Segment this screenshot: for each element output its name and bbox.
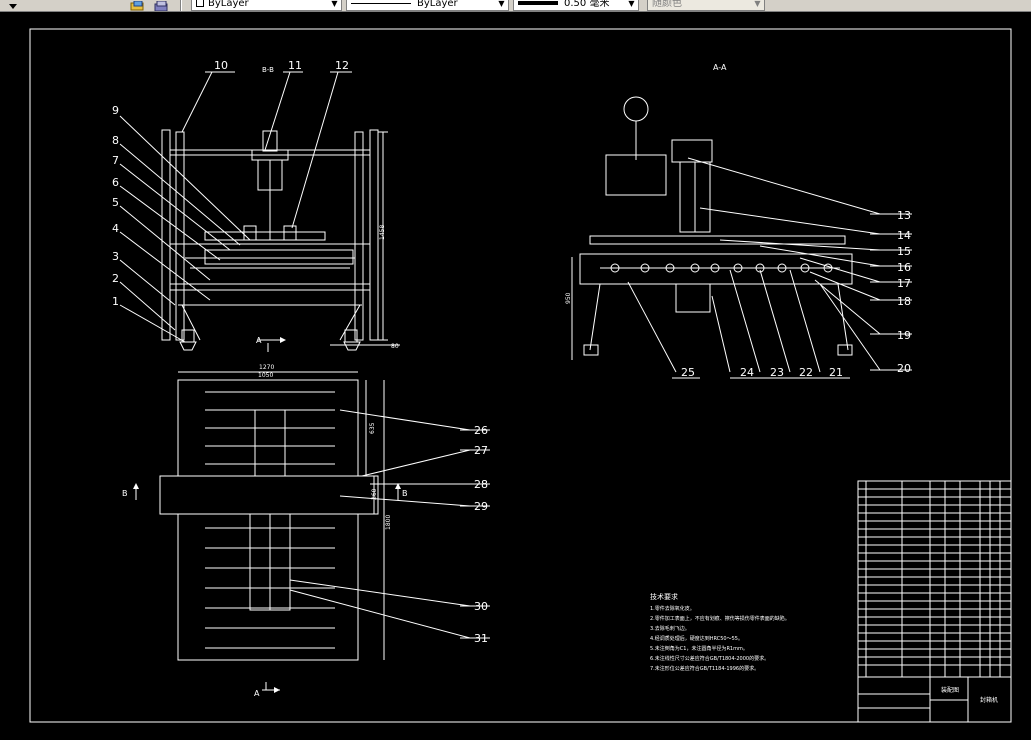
callout-1: 1 <box>112 295 119 308</box>
lineweight-control-dropdown[interactable]: 0.50 毫米 ▼ <box>513 0 639 11</box>
callout-24: 24 <box>740 366 754 379</box>
arrow-icon <box>395 483 401 489</box>
chevron-down-icon: ▼ <box>754 0 761 8</box>
tech-note-1: 1.零件去除氧化皮。 <box>650 605 695 612</box>
cad-drawing: B-B A-A A A B B 1270 1050 1458 80 635 26… <box>29 28 1012 723</box>
linetype-control-value: ByLayer <box>417 0 458 9</box>
callout-12: 12 <box>335 59 349 72</box>
title-block-label-a: 装配图 <box>941 686 959 694</box>
dim-1050: 1050 <box>258 372 273 379</box>
color-control-value: ByLayer <box>208 0 249 9</box>
callout-5: 5 <box>112 196 119 209</box>
chevron-down-icon: ▼ <box>331 0 338 8</box>
callout-14: 14 <box>897 229 911 242</box>
tech-note-2: 2.零件加工表面上，不应有划痕、擦伤等损伤零件表面的缺陷。 <box>650 615 790 622</box>
tech-note-3: 3.去除毛刺飞边。 <box>650 625 690 632</box>
title-block <box>857 480 1012 723</box>
callout-10: 10 <box>214 59 228 72</box>
tech-note-6: 6.未注线性尺寸公差应符合GB/T1804-2000的要求。 <box>650 655 769 662</box>
dim-635: 635 <box>369 422 376 434</box>
linetype-control-dropdown[interactable]: ByLayer ▼ <box>346 0 509 11</box>
color-swatch-icon <box>196 0 204 7</box>
side-view <box>571 96 853 360</box>
dropdown-arrow-icon[interactable] <box>6 0 20 10</box>
dim-1270: 1270 <box>259 364 274 371</box>
callout-19: 19 <box>897 329 911 342</box>
callout-13: 13 <box>897 209 911 222</box>
layer-states-icon[interactable] <box>130 0 144 11</box>
view-mark-b1: B <box>122 489 128 498</box>
callout-8: 8 <box>112 134 119 147</box>
chevron-down-icon: ▼ <box>498 0 505 8</box>
tech-requirements-title: 技术要求 <box>650 592 678 601</box>
toolbar-separator <box>180 0 182 11</box>
color-control-dropdown[interactable]: ByLayer ▼ <box>191 0 342 11</box>
callout-26: 26 <box>474 424 488 437</box>
section-label-bb: B-B <box>262 66 274 74</box>
callout-4: 4 <box>112 222 119 235</box>
callout-3: 3 <box>112 250 119 263</box>
view-mark-a1: A <box>256 336 262 345</box>
callout-20: 20 <box>897 362 911 375</box>
arrow-icon <box>274 687 280 693</box>
callout-23: 23 <box>770 366 784 379</box>
lineweight-sample <box>518 1 558 5</box>
arrow-icon <box>280 337 286 343</box>
dim-950: 950 <box>565 292 572 304</box>
callout-31: 31 <box>474 632 488 645</box>
callout-27: 27 <box>474 444 488 457</box>
callout-25: 25 <box>681 366 695 379</box>
callout-28: 28 <box>474 478 488 491</box>
callout-11: 11 <box>288 59 302 72</box>
callout-21: 21 <box>829 366 843 379</box>
leaders-front <box>119 71 352 352</box>
callout-29: 29 <box>474 500 488 513</box>
title-block-label-b: 封箱机 <box>980 696 998 704</box>
callout-6: 6 <box>112 176 119 189</box>
dim-1800: 1800 <box>385 515 392 530</box>
callout-17: 17 <box>897 277 911 290</box>
lineweight-control-value: 0.50 毫米 <box>564 0 610 9</box>
arrow-icon <box>133 483 139 489</box>
leaders-plan <box>135 409 490 691</box>
plotstyle-control-dropdown[interactable]: 随颜色 ▼ <box>647 0 765 11</box>
dim-1458: 1458 <box>379 225 386 240</box>
view-mark-a2: A <box>254 689 260 698</box>
plotstyle-control-value: 随颜色 <box>652 0 682 9</box>
callout-22: 22 <box>799 366 813 379</box>
dim-260: 260 <box>371 488 378 500</box>
leaders-side <box>627 157 912 379</box>
view-mark-b2: B <box>402 489 408 498</box>
front-view <box>161 129 400 351</box>
properties-toolbar: ByLayer ▼ ByLayer ▼ 0.50 毫米 ▼ 随颜色 ▼ <box>0 0 1031 12</box>
drawing-canvas[interactable]: B-B A-A A A B B 1270 1050 1458 80 635 26… <box>0 12 1031 740</box>
tech-note-5: 5.未注倒角为C1，未注圆角半径为R1mm。 <box>650 645 748 652</box>
dim-80: 80 <box>391 343 399 350</box>
callout-9: 9 <box>112 104 119 117</box>
section-label-aa: A-A <box>713 63 727 72</box>
linetype-sample <box>351 2 411 4</box>
drawing-frame <box>29 28 1012 723</box>
tech-note-4: 4.经调质处理后，硬度达到HRC50～55。 <box>650 635 743 642</box>
plan-view <box>159 371 385 661</box>
callout-18: 18 <box>897 295 911 308</box>
callout-2: 2 <box>112 272 119 285</box>
callout-16: 16 <box>897 261 911 274</box>
callout-30: 30 <box>474 600 488 613</box>
tech-note-7: 7.未注形位公差应符合GB/T1184-1996的要求。 <box>650 665 759 672</box>
callout-15: 15 <box>897 245 911 258</box>
layer-previous-icon[interactable] <box>154 0 168 11</box>
chevron-down-icon: ▼ <box>628 0 635 8</box>
callout-7: 7 <box>112 154 119 167</box>
